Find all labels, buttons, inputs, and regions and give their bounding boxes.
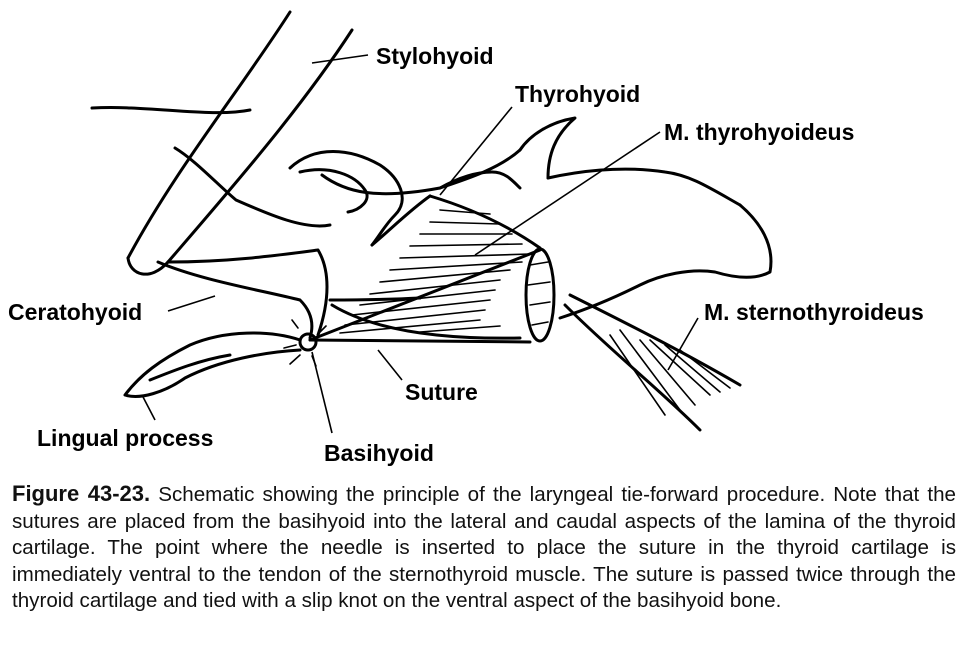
label-lingual-process: Lingual process [37,425,213,451]
lingual-process-bone [123,331,302,398]
label-suture: Suture [405,379,478,405]
label-m-sternothyroideus: M. sternothyroideus [704,299,924,325]
thyroid-lamina [328,194,432,302]
sternothyroideus-muscle [563,293,742,432]
label-thyrohyoid: Thyrohyoid [515,81,640,107]
figure-caption: Figure 43-23. Schematic showing the prin… [12,481,956,615]
ceratohyoid-bone [156,248,329,340]
stylohyoid-bone [126,10,354,276]
figure-number: Figure 43-23. [12,481,151,506]
label-stylohyoid: Stylohyoid [376,43,494,69]
thyrohyoideus-muscle [330,194,542,340]
caption-text: Schematic showing the principle of the l… [12,483,956,612]
label-basihyoid: Basihyoid [324,440,434,466]
upper-left-bone [90,106,332,228]
label-m-thyrohyoideus: M. thyrohyoideus [664,119,854,145]
label-ceratohyoid: Ceratohyoid [8,299,142,325]
thyrohyoid-bone [288,116,773,320]
laryngeal-tie-forward-diagram: Stylohyoid Thyrohyoid M. thyrohyoideus C… [8,10,924,466]
suture-cone [308,247,556,344]
leader-lines [141,54,699,434]
